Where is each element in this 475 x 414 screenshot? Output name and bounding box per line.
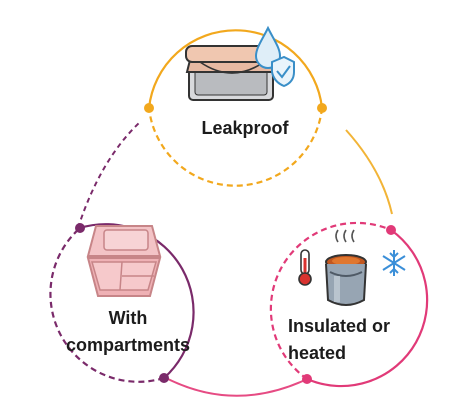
compartment-bento-box-icon [86, 225, 162, 297]
node-dot [144, 103, 154, 113]
node-leakproof [144, 25, 327, 187]
node-dot [317, 103, 327, 113]
node-dot [159, 373, 169, 383]
label-compartments-line1: With [108, 308, 148, 328]
lunchbox-with-droplet-shield-icon [185, 25, 295, 101]
label-compartments: With compartments [48, 305, 208, 359]
node-insulated [269, 221, 429, 388]
node-dot [386, 225, 396, 235]
circle-compartments-solid [79, 223, 195, 379]
snowflake-icon [382, 250, 406, 276]
circle-compartments-dashed [49, 227, 165, 383]
node-dot [302, 374, 312, 384]
connector-bottom [167, 378, 306, 397]
label-insulated-line2: heated [288, 343, 347, 363]
connector-top-left [77, 121, 141, 229]
thermometer-icon [298, 249, 312, 286]
label-insulated: Insulated or heated [288, 313, 418, 367]
food-jar-icon [325, 229, 367, 306]
node-dot [75, 223, 85, 233]
label-insulated-line1: Insulated or [288, 316, 391, 336]
circle-insulated-solid [306, 229, 429, 388]
label-compartments-line2: compartments [65, 335, 191, 355]
circle-leakproof-solid [147, 29, 324, 109]
circle-insulated-dashed [269, 221, 392, 380]
node-compartments [49, 223, 195, 383]
connector-top-right [345, 129, 393, 215]
label-leakproof: Leakproof [201, 118, 289, 138]
